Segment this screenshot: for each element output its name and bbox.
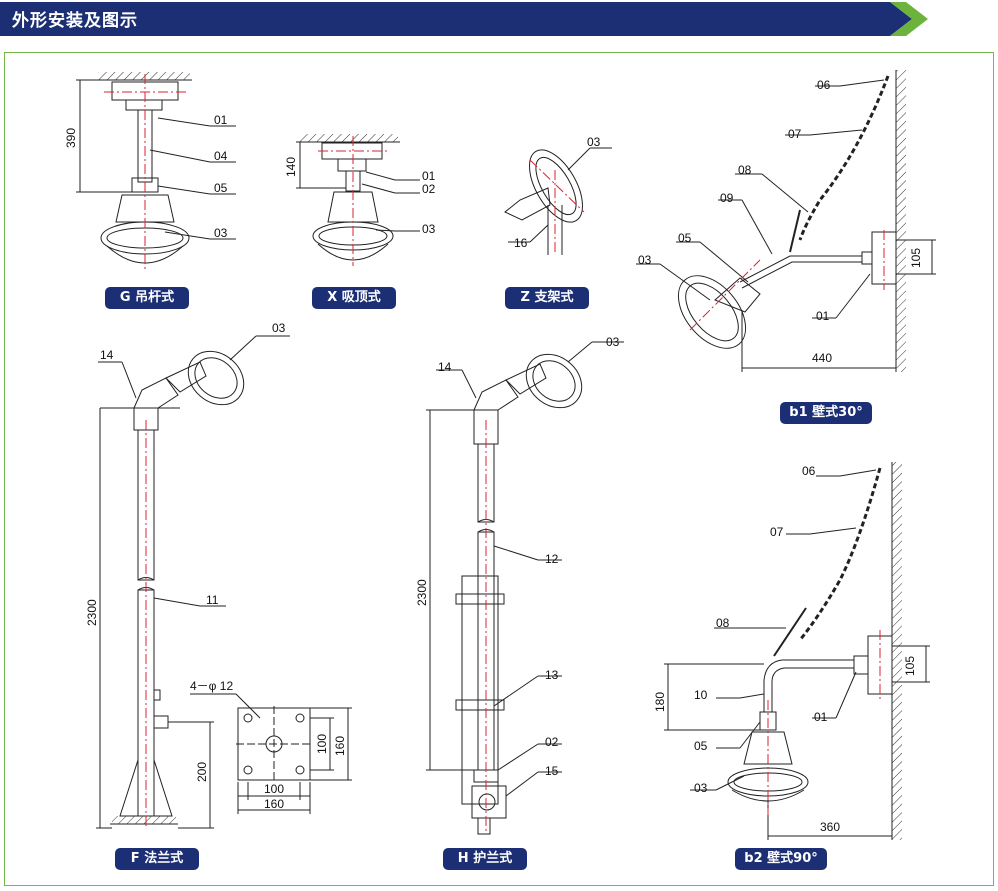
bracket-mount-drawing bbox=[504, 147, 612, 255]
b2-part-06: 06 bbox=[802, 464, 816, 478]
h-part-13: 13 bbox=[545, 668, 559, 682]
flange-dim-100-v: 100 bbox=[315, 734, 329, 754]
b2-part-05: 05 bbox=[694, 739, 708, 753]
g-part-03: 03 bbox=[214, 226, 228, 240]
b1-dim-105: 105 bbox=[909, 248, 923, 268]
x-part-02: 02 bbox=[422, 182, 436, 196]
b1-part-05: 05 bbox=[678, 231, 692, 245]
label-ceiling-mount: X 吸顶式 bbox=[312, 287, 396, 309]
b2-part-01: 01 bbox=[814, 710, 828, 724]
h-part-14: 14 bbox=[438, 360, 452, 374]
flange-mount-drawing bbox=[96, 335, 290, 829]
label-wall-mount-90: b2 壁式90° bbox=[735, 848, 827, 870]
ceiling-mount-drawing bbox=[296, 134, 420, 261]
label-bracket-mount: Z 支架式 bbox=[505, 287, 589, 309]
g-part-01: 01 bbox=[214, 113, 228, 127]
flange-hole-spec: 4－φ 12 bbox=[190, 679, 233, 693]
b2-dim-180: 180 bbox=[653, 692, 667, 712]
label-flange-mount: F 法兰式 bbox=[115, 848, 199, 870]
x-dim-140: 140 bbox=[284, 157, 298, 177]
wall-mount-90-drawing bbox=[664, 462, 930, 840]
b1-part-07: 07 bbox=[788, 127, 802, 141]
flange-dim-100-h: 100 bbox=[264, 782, 284, 796]
section-header bbox=[0, 2, 928, 36]
b1-part-03: 03 bbox=[638, 253, 652, 267]
b2-part-03: 03 bbox=[694, 781, 708, 795]
f-part-03: 03 bbox=[272, 321, 286, 335]
b2-part-10: 10 bbox=[694, 688, 708, 702]
f-dim-200: 200 bbox=[195, 762, 209, 782]
label-wall-mount-30: b1 壁式30° bbox=[780, 402, 872, 424]
f-part-14: 14 bbox=[100, 348, 114, 362]
h-dim-2300: 2300 bbox=[415, 579, 429, 606]
h-part-12: 12 bbox=[545, 552, 559, 566]
b1-part-08: 08 bbox=[738, 163, 752, 177]
z-part-03: 03 bbox=[587, 135, 601, 149]
b2-part-07: 07 bbox=[770, 525, 784, 539]
b2-part-08: 08 bbox=[716, 616, 730, 630]
label-guard-mount: H 护兰式 bbox=[443, 848, 527, 870]
flange-plate-drawing bbox=[190, 693, 352, 814]
flange-dim-160-h: 160 bbox=[264, 797, 284, 811]
b1-part-09: 09 bbox=[720, 191, 734, 205]
x-part-01: 01 bbox=[422, 169, 436, 183]
f-dim-2300: 2300 bbox=[85, 599, 99, 626]
flange-dim-160-v: 160 bbox=[333, 736, 347, 756]
z-part-16: 16 bbox=[514, 236, 528, 250]
b1-part-01: 01 bbox=[816, 309, 830, 323]
b1-part-06: 06 bbox=[817, 78, 831, 92]
guard-mount-drawing bbox=[426, 341, 624, 835]
diagram-frame bbox=[4, 52, 994, 886]
center-lines bbox=[104, 74, 885, 834]
pendant-mount-drawing bbox=[76, 72, 236, 264]
g-part-04: 04 bbox=[214, 149, 228, 163]
h-part-15: 15 bbox=[545, 764, 559, 778]
wall-mount-30-drawing bbox=[636, 70, 936, 372]
h-part-02: 02 bbox=[545, 735, 559, 749]
section-title: 外形安装及图示 bbox=[12, 11, 138, 31]
h-part-03: 03 bbox=[606, 335, 620, 349]
b2-dim-360: 360 bbox=[820, 820, 840, 834]
b1-dim-440: 440 bbox=[812, 351, 832, 365]
label-pendant-mount: G 吊杆式 bbox=[105, 287, 189, 309]
g-part-05: 05 bbox=[214, 181, 228, 195]
f-part-11: 11 bbox=[206, 593, 219, 607]
g-dim-390: 390 bbox=[64, 128, 78, 148]
b2-dim-105: 105 bbox=[903, 656, 917, 676]
x-part-03: 03 bbox=[422, 222, 436, 236]
